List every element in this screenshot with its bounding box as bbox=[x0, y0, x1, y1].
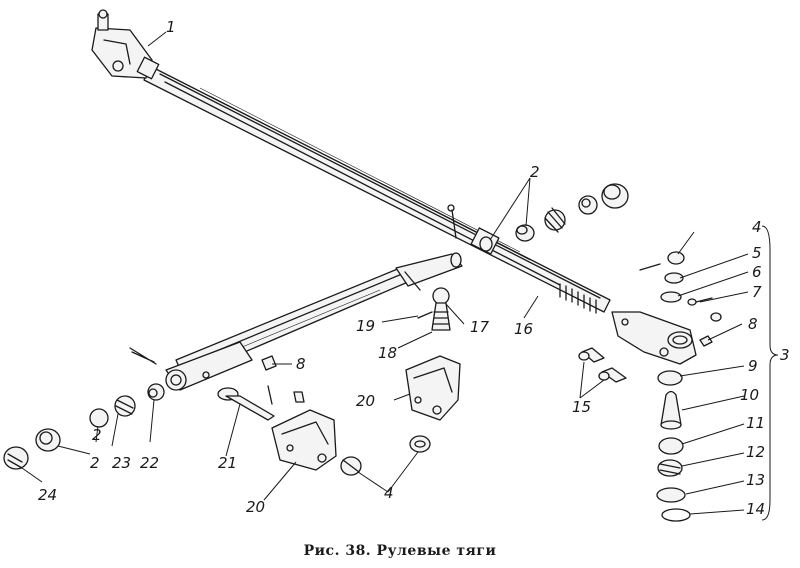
screw-7 bbox=[687, 297, 722, 322]
label-19: 19 bbox=[356, 317, 375, 335]
label-2-left-b: 2 bbox=[92, 426, 102, 444]
plug-24 bbox=[3, 446, 29, 470]
label-13: 13 bbox=[746, 471, 765, 489]
label-22: 22 bbox=[140, 454, 159, 472]
label-18: 18 bbox=[378, 344, 397, 362]
label-20-upper: 20 bbox=[356, 392, 375, 410]
bolts-15 bbox=[578, 347, 627, 383]
part-labels: 1 2 2 2 3 4 4 5 6 7 8 8 9 10 11 12 13 14… bbox=[38, 18, 790, 518]
plug-2-top bbox=[515, 224, 535, 242]
seat-9 bbox=[657, 370, 683, 386]
label-2-left-a: 2 bbox=[90, 454, 100, 472]
leader-lines bbox=[21, 31, 779, 521]
plug-13 bbox=[656, 487, 686, 503]
label-8-right: 8 bbox=[748, 315, 758, 333]
label-17: 17 bbox=[470, 318, 490, 336]
grease-fitting-8 bbox=[261, 355, 277, 371]
label-9: 9 bbox=[748, 357, 758, 375]
label-5: 5 bbox=[752, 244, 762, 262]
insert-11 bbox=[658, 437, 684, 455]
thread-end-right bbox=[559, 283, 597, 314]
plug-22 bbox=[147, 383, 165, 401]
nut-4-right bbox=[639, 251, 685, 271]
figure-caption: Рис. 38. Рулевые тяги bbox=[303, 543, 497, 559]
label-23: 23 bbox=[112, 454, 131, 472]
label-24: 24 bbox=[38, 486, 57, 504]
short-tie-rod bbox=[165, 252, 463, 391]
washer-6 bbox=[660, 291, 682, 303]
spring-top bbox=[544, 207, 566, 233]
label-7: 7 bbox=[752, 283, 762, 301]
label-4-right: 4 bbox=[752, 218, 762, 236]
label-20-lower: 20 bbox=[246, 498, 265, 516]
cotter-pin-left bbox=[129, 347, 157, 365]
washer-5 bbox=[664, 272, 684, 284]
label-4-lower: 4 bbox=[384, 484, 394, 502]
label-10: 10 bbox=[740, 386, 759, 404]
label-6: 6 bbox=[752, 263, 762, 281]
ball-pin-17 bbox=[431, 287, 451, 331]
label-14: 14 bbox=[746, 500, 765, 518]
cap-2-left bbox=[35, 428, 61, 452]
spring-23 bbox=[114, 395, 136, 417]
label-11: 11 bbox=[746, 414, 765, 432]
lever-bracket bbox=[611, 311, 697, 365]
ball-joint-head bbox=[91, 9, 160, 80]
label-2-top: 2 bbox=[530, 163, 540, 181]
nuts-4-lower bbox=[340, 435, 431, 476]
seat-2-left bbox=[89, 408, 109, 428]
housing-20-upper bbox=[405, 355, 461, 421]
label-1: 1 bbox=[166, 18, 176, 36]
label-16: 16 bbox=[514, 320, 533, 338]
label-8-mid: 8 bbox=[296, 355, 306, 373]
label-12: 12 bbox=[746, 443, 765, 461]
label-15: 15 bbox=[572, 398, 591, 416]
seat-top bbox=[578, 195, 598, 215]
spring-12 bbox=[657, 459, 683, 477]
housing-20-lower bbox=[271, 409, 337, 471]
long-tie-rod bbox=[143, 65, 611, 314]
pin-10 bbox=[660, 390, 682, 430]
label-3: 3 bbox=[780, 346, 790, 364]
fitting-8-right bbox=[699, 335, 713, 347]
cap-top bbox=[601, 183, 629, 209]
cotter-19 bbox=[417, 311, 433, 319]
ring-14 bbox=[661, 508, 691, 522]
label-21: 21 bbox=[218, 454, 237, 472]
bolt-21 bbox=[217, 385, 305, 421]
